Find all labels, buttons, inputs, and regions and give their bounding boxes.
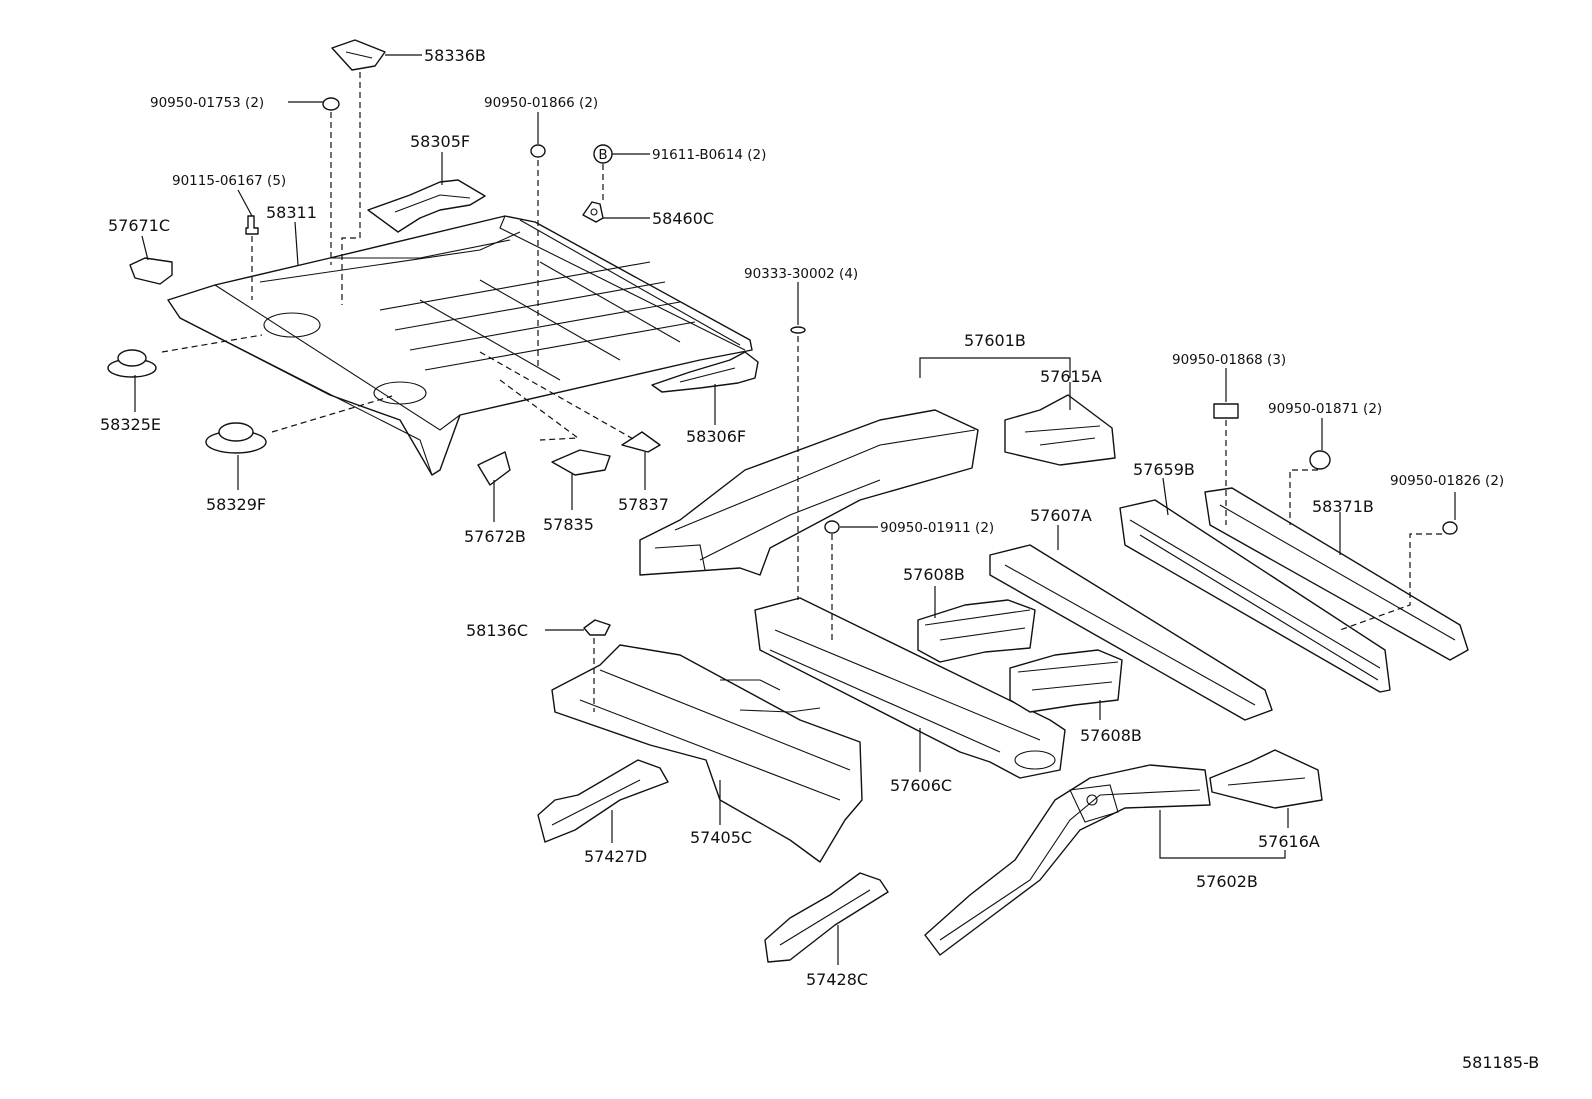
bracket-57428C xyxy=(764,872,889,963)
label-90950-01826: 90950-01826 (2) xyxy=(1390,473,1504,489)
washer-90333-30002 xyxy=(790,326,806,334)
label-58371B: 58371B xyxy=(1312,497,1374,516)
crossmember-57606C xyxy=(754,597,1066,779)
clip-57835 xyxy=(551,449,611,476)
plug-90950-01866 xyxy=(530,144,546,158)
label-90950-01871: 90950-01871 (2) xyxy=(1268,401,1382,417)
label-90950-01911: 90950-01911 (2) xyxy=(880,520,994,536)
label-58329F: 58329F xyxy=(206,495,266,514)
label-58460C: 58460C xyxy=(652,209,714,228)
reinforcement-57608B-lower xyxy=(1009,649,1123,713)
member-57602B xyxy=(924,764,1211,956)
clip-58136C xyxy=(583,619,611,636)
member-57659B xyxy=(1119,499,1391,693)
label-90950-01868: 90950-01868 (3) xyxy=(1172,352,1286,368)
label-57427D: 57427D xyxy=(584,847,647,866)
plug-58325E xyxy=(107,349,157,378)
member-58371B xyxy=(1204,487,1469,661)
label-58336B: 58336B xyxy=(424,46,486,65)
bracket-57671C xyxy=(129,257,173,285)
label-91611-B0614: 91611-B0614 (2) xyxy=(652,147,766,163)
label-58311: 58311 xyxy=(266,203,317,222)
label-90950-01866: 90950-01866 (2) xyxy=(484,95,598,111)
guide-lines xyxy=(161,72,1442,712)
floor-pan-58311 xyxy=(167,215,753,476)
label-58305F: 58305F xyxy=(410,132,470,151)
bracket-57672B xyxy=(477,451,511,486)
bracket-57427D xyxy=(537,759,669,843)
bolt-90115-06167 xyxy=(245,215,259,235)
label-90950-01753: 90950-01753 (2) xyxy=(150,95,264,111)
label-58136C: 58136C xyxy=(466,621,528,640)
bracket-58305F xyxy=(367,179,486,233)
label-58325E: 58325E xyxy=(100,415,161,434)
label-57428C: 57428C xyxy=(806,970,868,989)
cap-58336B xyxy=(331,39,386,71)
part-labels: 58336B 90950-01753 (2) 90950-01866 (2) 9… xyxy=(100,46,1539,1072)
label-57616A: 57616A xyxy=(1258,832,1320,851)
label-57601B: 57601B xyxy=(964,331,1026,350)
crossmember-57405C xyxy=(551,644,863,863)
label-57615A: 57615A xyxy=(1040,367,1102,386)
label-57602B: 57602B xyxy=(1196,872,1258,891)
label-57671C: 57671C xyxy=(108,216,170,235)
plug-90950-01871 xyxy=(1309,450,1331,470)
bracket-57616A xyxy=(1209,749,1323,809)
leader-lines xyxy=(134,54,1456,965)
plug-90950-01753 xyxy=(322,97,340,111)
plug-90950-01911 xyxy=(824,520,840,534)
label-57659B: 57659B xyxy=(1133,460,1195,479)
label-57608B-upper: 57608B xyxy=(903,565,965,584)
label-57837: 57837 xyxy=(618,495,669,514)
diagram-id: 581185-B xyxy=(1462,1053,1539,1072)
plug-90950-01868 xyxy=(1213,403,1239,419)
label-57607A: 57607A xyxy=(1030,506,1092,525)
reinforcement-57608B-upper xyxy=(917,599,1036,663)
label-57405C: 57405C xyxy=(690,828,752,847)
label-58306F: 58306F xyxy=(686,427,746,446)
plug-58329F xyxy=(205,422,267,454)
label-57606C: 57606C xyxy=(890,776,952,795)
plug-90950-01826 xyxy=(1442,521,1458,535)
label-90115-06167: 90115-06167 (5) xyxy=(172,173,286,189)
bracket-58460C xyxy=(582,201,604,223)
bolt-91611-B0614: B xyxy=(593,144,613,164)
member-57607A xyxy=(989,544,1273,721)
member-57601B xyxy=(639,409,979,576)
bracket-57615A xyxy=(1004,394,1116,466)
bracket-58306F xyxy=(651,351,759,393)
label-57608B-lower: 57608B xyxy=(1080,726,1142,745)
label-57672B: 57672B xyxy=(464,527,526,546)
label-90333-30002: 90333-30002 (4) xyxy=(744,266,858,282)
bracket-57837 xyxy=(621,431,661,453)
bolt-type-b-marker: B xyxy=(598,147,607,163)
label-57835: 57835 xyxy=(543,515,594,534)
